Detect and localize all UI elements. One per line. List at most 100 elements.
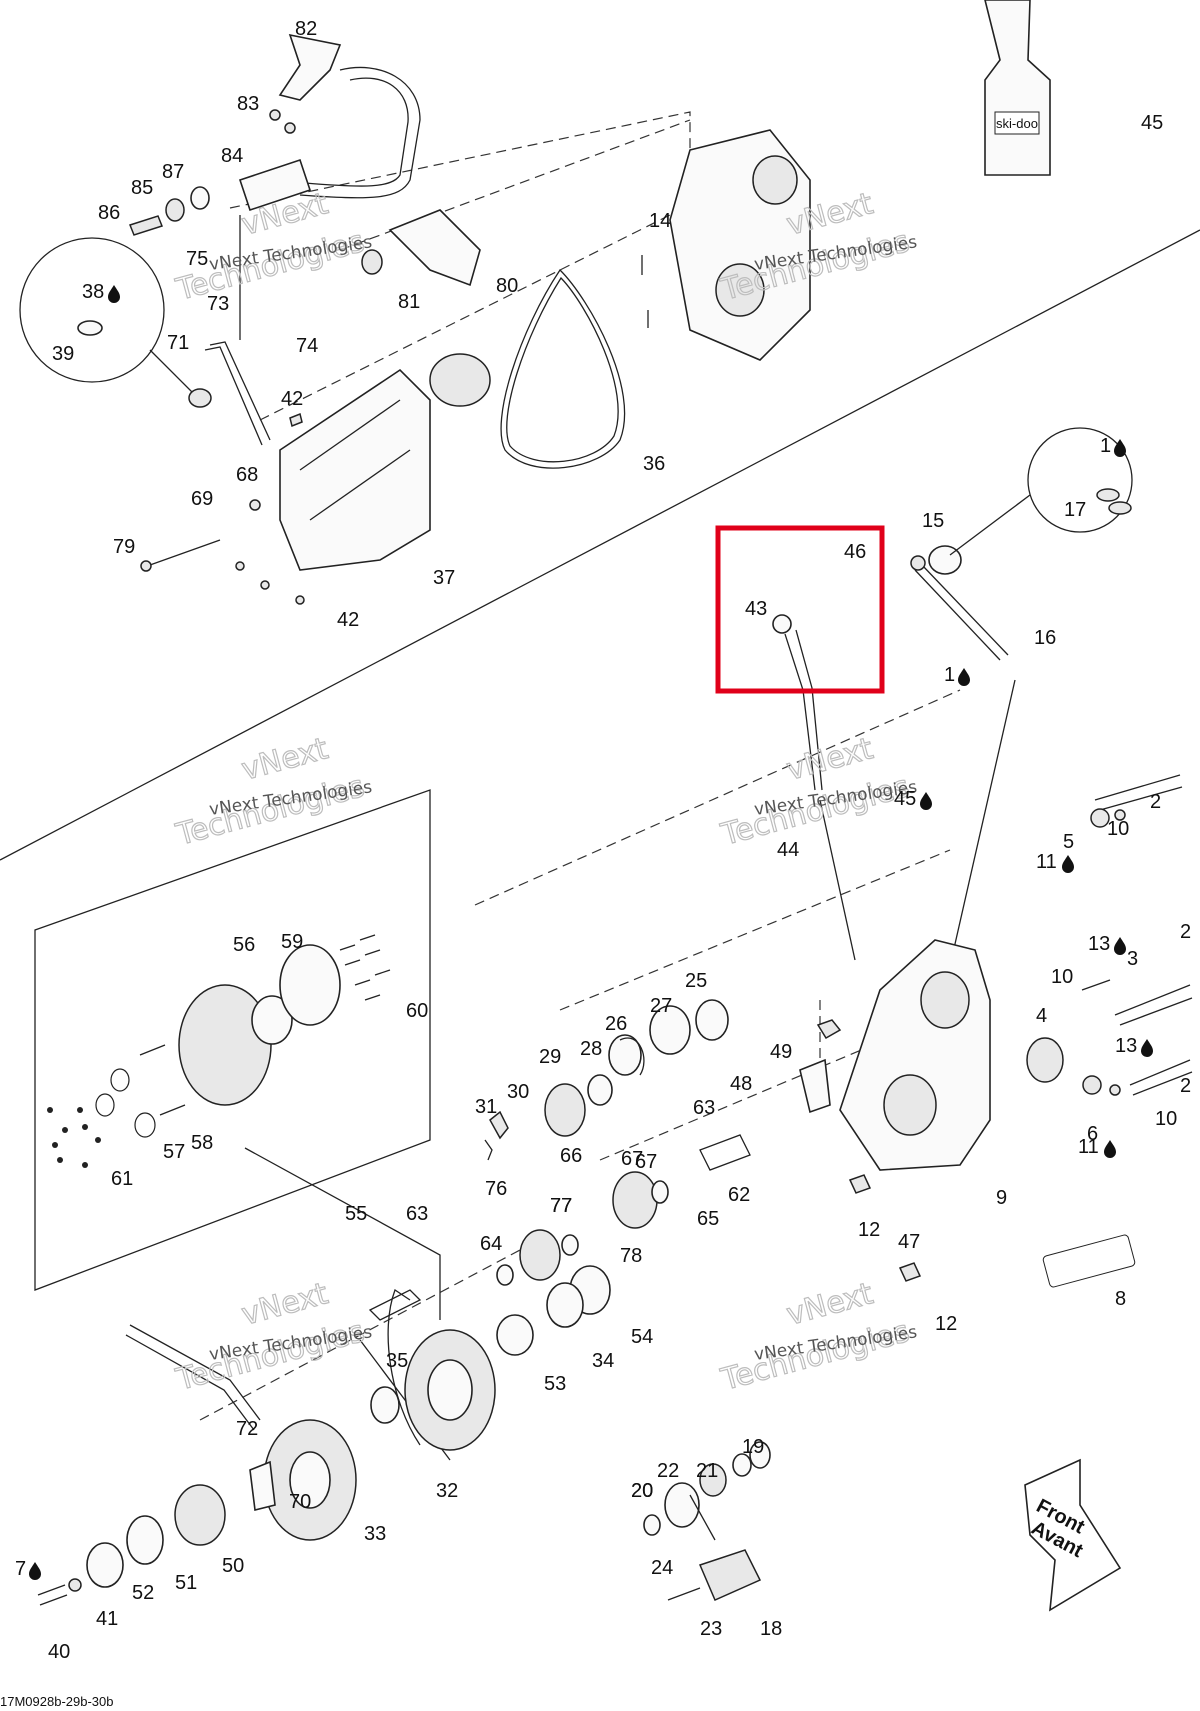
callout-82: 82 xyxy=(295,18,317,40)
callout-75: 75 xyxy=(186,248,208,270)
callout-10: 10 xyxy=(1051,966,1073,988)
figure-code: 17M0928b-29b-30b xyxy=(0,1694,113,1709)
callout-46: 46 xyxy=(844,541,866,563)
callout-8: 8 xyxy=(1115,1288,1126,1310)
callout-42: 42 xyxy=(281,388,303,410)
callout-45: 45 xyxy=(1141,112,1163,134)
bottle-brand-label: ski-doo xyxy=(996,116,1038,131)
callout-10: 10 xyxy=(1155,1108,1177,1130)
callout-35: 35 xyxy=(386,1350,408,1372)
callout-23: 23 xyxy=(700,1618,722,1640)
callout-2: 2 xyxy=(1150,791,1161,813)
callout-9: 9 xyxy=(996,1187,1007,1209)
callout-51: 51 xyxy=(175,1572,197,1594)
callout-31: 31 xyxy=(475,1096,497,1118)
upper-assembly: ski-doo xyxy=(19,0,1051,605)
oil-drop-icon xyxy=(958,668,970,686)
callout-17: 17 xyxy=(1064,499,1086,521)
callout-24: 24 xyxy=(651,1557,673,1579)
oil-drop-icon xyxy=(29,1562,41,1580)
callout-40: 40 xyxy=(48,1641,70,1663)
callout-48: 48 xyxy=(730,1073,752,1095)
callout-63: 63 xyxy=(693,1097,715,1119)
callout-68: 68 xyxy=(236,464,258,486)
callout-12: 12 xyxy=(935,1313,957,1335)
callout-2: 2 xyxy=(1180,921,1191,943)
callout-29: 29 xyxy=(539,1046,561,1068)
highlight-box xyxy=(715,525,885,694)
callout-13: 13 xyxy=(1115,1035,1137,1057)
front-direction-arrow: Front Avant xyxy=(1024,1458,1122,1612)
callout-65: 65 xyxy=(697,1208,719,1230)
callout-55: 55 xyxy=(345,1203,367,1225)
callout-1: 1 xyxy=(944,664,955,686)
callout-71: 71 xyxy=(167,332,189,354)
callout-21: 21 xyxy=(696,1460,718,1482)
callout-18: 18 xyxy=(760,1618,782,1640)
callout-67: 67 xyxy=(635,1151,657,1173)
subassembly-box xyxy=(34,789,441,1320)
callout-78: 78 xyxy=(620,1245,642,1267)
callout-54: 54 xyxy=(631,1326,653,1348)
chaincase-housing xyxy=(799,774,1193,1288)
oil-drop-icon xyxy=(1114,937,1126,955)
callout-26: 26 xyxy=(605,1013,627,1035)
callout-81: 81 xyxy=(398,291,420,313)
callout-69: 69 xyxy=(191,488,213,510)
callout-61: 61 xyxy=(111,1168,133,1190)
callout-32: 32 xyxy=(436,1480,458,1502)
callout-58: 58 xyxy=(191,1132,213,1154)
oil-drop-icon xyxy=(920,792,932,810)
callout-44: 44 xyxy=(777,839,799,861)
callout-11: 11 xyxy=(1078,1136,1099,1158)
callout-11: 11 xyxy=(1036,851,1057,873)
callout-76: 76 xyxy=(485,1178,507,1200)
callout-1: 1 xyxy=(1100,435,1111,457)
callout-49: 49 xyxy=(770,1041,792,1063)
callout-56: 56 xyxy=(233,934,255,956)
callout-10: 10 xyxy=(1107,818,1129,840)
callout-70: 70 xyxy=(289,1491,311,1513)
callout-15: 15 xyxy=(922,510,944,532)
callout-77: 77 xyxy=(550,1195,572,1217)
callout-50: 50 xyxy=(222,1555,244,1577)
callout-62: 62 xyxy=(728,1184,750,1206)
gear-assembly xyxy=(37,999,771,1606)
callout-77: 77 xyxy=(550,1195,572,1217)
callout-64: 64 xyxy=(480,1233,502,1255)
callout-36: 36 xyxy=(643,453,665,475)
callout-37: 37 xyxy=(433,567,455,589)
callout-33: 33 xyxy=(364,1523,386,1545)
callout-80: 80 xyxy=(496,275,518,297)
callout-28: 28 xyxy=(580,1038,602,1060)
callout-16: 16 xyxy=(1034,627,1056,649)
callout-7: 7 xyxy=(15,1558,26,1580)
callout-19: 19 xyxy=(742,1436,764,1458)
callout-43: 43 xyxy=(745,598,767,620)
callout-67: 67 xyxy=(621,1148,643,1170)
callout-79: 79 xyxy=(113,536,135,558)
callout-27: 27 xyxy=(650,995,672,1017)
callout-74: 74 xyxy=(296,335,318,357)
callout-63: 63 xyxy=(406,1203,428,1225)
callout-34: 34 xyxy=(592,1350,614,1372)
section-dividers xyxy=(0,229,1200,861)
callout-4: 4 xyxy=(1036,1005,1047,1027)
callout-45: 45 xyxy=(894,788,916,810)
callout-5: 5 xyxy=(1063,831,1074,853)
callout-42: 42 xyxy=(337,609,359,631)
callout-84: 84 xyxy=(221,145,243,167)
callout-22: 22 xyxy=(657,1460,679,1482)
callout-72: 72 xyxy=(236,1418,258,1440)
oil-drop-icon xyxy=(1062,855,1074,873)
callout-86: 86 xyxy=(98,202,120,224)
callout-3: 3 xyxy=(1127,948,1138,970)
callout-85: 85 xyxy=(131,177,153,199)
oil-drop-icon xyxy=(108,285,120,303)
callout-labels: 8283848587867573747138398180144536426869… xyxy=(15,18,1191,1663)
callout-83: 83 xyxy=(237,93,259,115)
callout-25: 25 xyxy=(685,970,707,992)
callout-47: 47 xyxy=(898,1231,920,1253)
callout-52: 52 xyxy=(132,1582,154,1604)
